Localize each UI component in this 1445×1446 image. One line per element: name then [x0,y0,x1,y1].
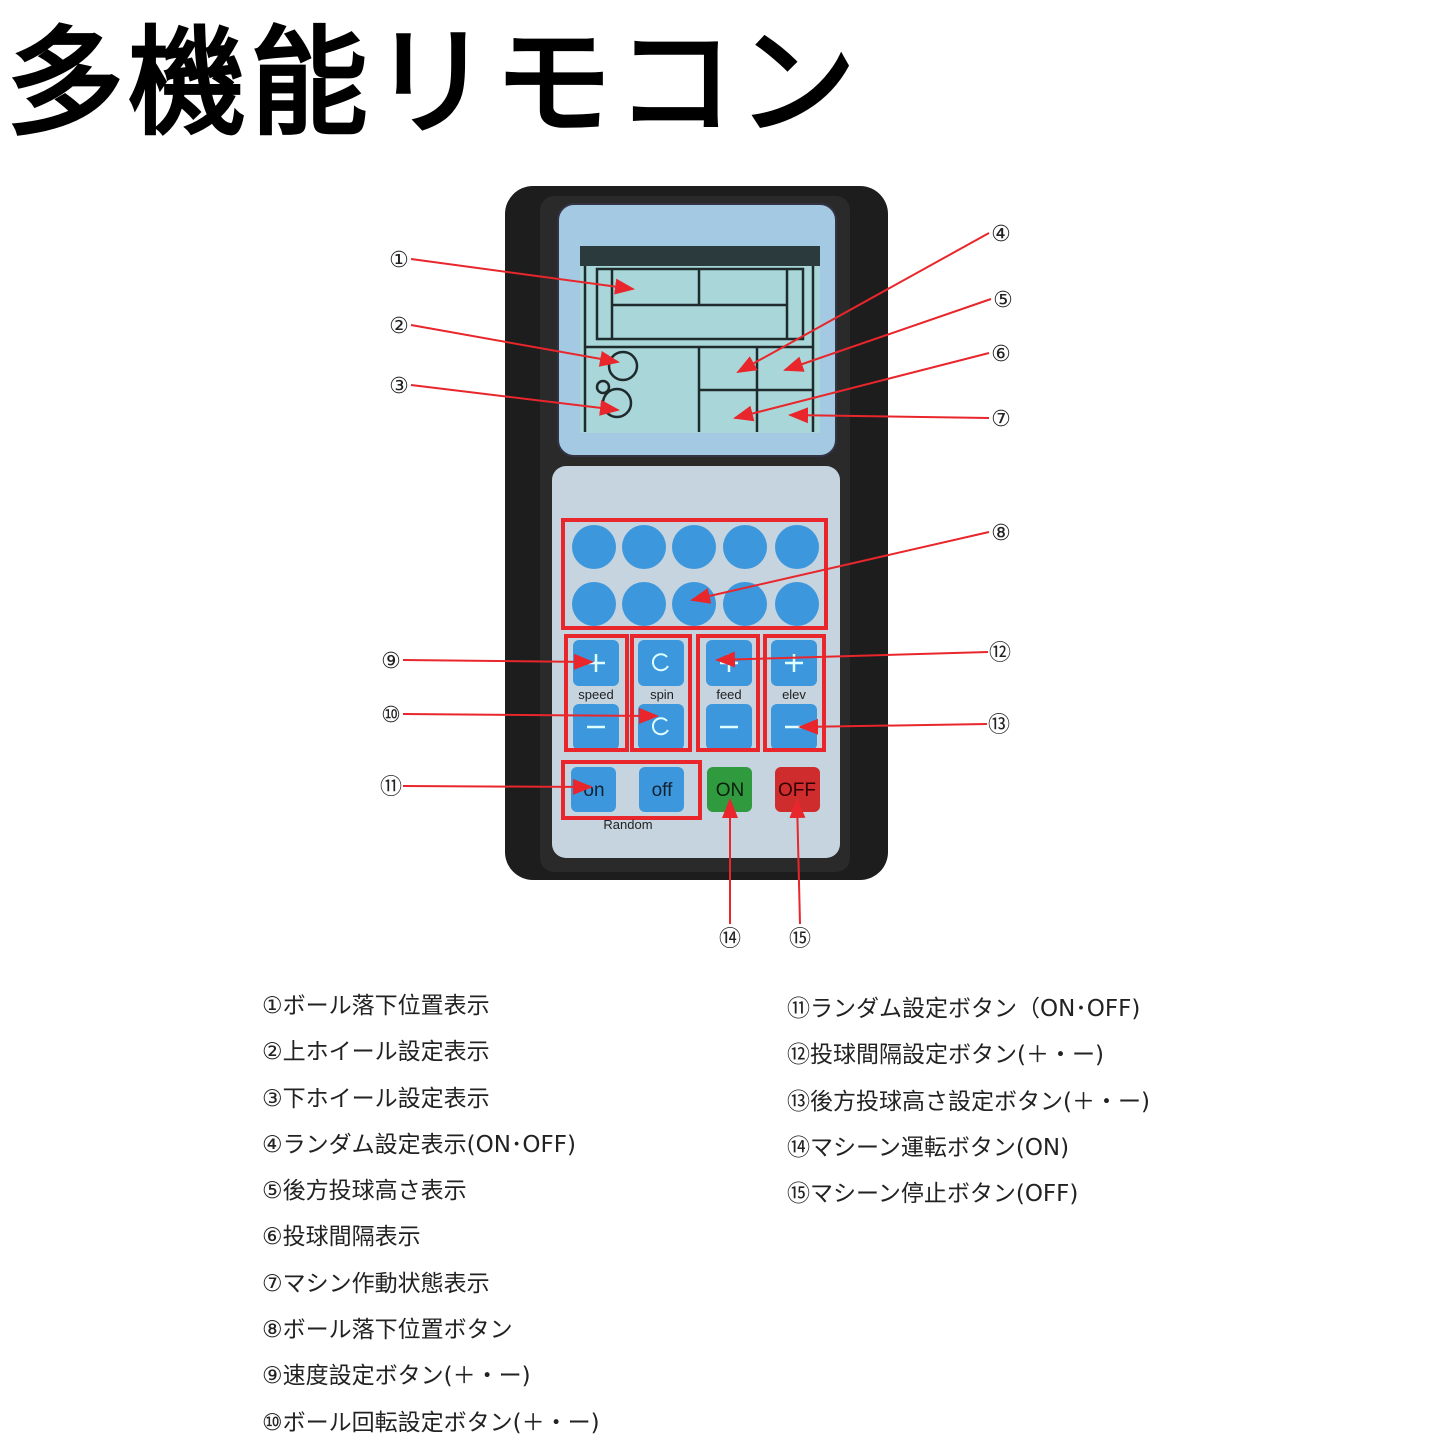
callout-arrow [798,718,988,735]
legend-item: ⑧ボール落下位置ボタン [262,1317,513,1344]
rotate-icon [651,717,669,736]
callout-number: ⑤ [993,288,1013,313]
ball-position-button[interactable] [572,582,616,626]
legend-left: ①ボール落下位置表示 ②上ホイール設定表示 ③下ホイール設定表示 ④ランダム設定表示(… [262,983,600,1446]
svg-text:on: on [583,780,604,801]
legend-item: ⑫投球間隔設定ボタン(＋・ー) [787,1042,1104,1069]
legend-item: ⑬後方投球高さ設定ボタン(＋・ー) [787,1088,1150,1115]
svg-text:off: off [652,780,674,801]
svg-text:OFF: OFF [778,780,816,801]
callout-number: ⑧ [991,521,1011,546]
random-on-button[interactable]: on [571,767,616,812]
power-on-button[interactable]: ON [707,767,752,812]
random-off-button[interactable]: off [639,767,684,812]
legend-item: ⑦マシン作動状態表示 [262,1270,490,1297]
ball-position-button[interactable] [672,525,716,569]
legend-item: ⑭マシーン運転ボタン(ON) [787,1134,1070,1161]
ball-position-button[interactable] [775,525,819,569]
lcd-display [580,246,820,433]
callout-number: ③ [389,374,409,399]
callout-arrow [402,653,594,670]
callout-number: ⑩ [381,703,401,728]
callout-arrow [410,384,620,416]
callout-number: ① [389,248,409,273]
callout-arrow [402,707,659,724]
callout-number: ⑬ [988,713,1010,738]
ball-position-button[interactable] [622,525,666,569]
callout-number: ⑭ [719,927,741,952]
svg-text:ON: ON [716,780,745,801]
callout-arrow [402,778,593,795]
power-off-button[interactable]: OFF [775,767,820,812]
callout-arrow [788,407,990,424]
ball-position-button[interactable] [572,525,616,569]
legend-item: ④ランダム設定表示(ON･OFF) [262,1131,576,1158]
ball-position-button[interactable] [723,525,767,569]
callout-number: ④ [991,222,1011,247]
elev-label: elev [782,687,806,702]
callout-number: ⑫ [989,641,1011,666]
callout-number: ② [389,314,409,339]
callout-arrow [715,651,989,668]
legend-item: ⑨速度設定ボタン(＋・ー) [262,1363,531,1390]
callout-number: ⑮ [789,927,811,952]
feed-label: feed [716,687,741,702]
spin-down-button[interactable] [638,704,684,750]
callout-arrow [410,324,620,367]
callout-arrow [736,232,990,373]
ball-position-button[interactable] [775,582,819,626]
remote-diagram: speed spin feed elev Random on off ON OF… [380,186,1013,952]
random-label: Random [603,817,652,832]
legend-item: ⑪ランダム設定ボタン（ON･OFF) [787,996,1141,1022]
callout-arrow [783,298,992,372]
callout-number: ⑨ [381,649,401,674]
speed-label: speed [578,687,613,702]
ball-position-button[interactable] [672,582,716,626]
callout-number: ⑦ [991,407,1011,432]
callout-arrow [410,258,635,295]
legend-item: ②上ホイール設定表示 [262,1039,490,1066]
legend-item: ⑥投球間隔表示 [262,1224,421,1251]
spin-up-button[interactable] [638,640,684,686]
legend-right: ⑪ランダム設定ボタン（ON･OFF) ⑫投球間隔設定ボタン(＋・ー) ⑬後方投球高さ… [787,986,1150,1217]
legend-item: ③下ホイール設定表示 [262,1085,490,1112]
legend-item: ①ボール落下位置表示 [262,993,490,1019]
ball-position-button[interactable] [723,582,767,626]
legend-item: ⑤後方投球高さ表示 [262,1178,467,1205]
legend-item: ⑩ボール回転設定ボタン(＋・ー) [262,1409,600,1436]
callout-arrow [733,352,990,422]
callout-arrow [789,798,806,925]
legend-item: ⑮マシーン停止ボタン(OFF) [787,1181,1079,1208]
rotate-icon [651,653,669,672]
spin-label: spin [650,687,674,702]
page-title: 多機能リモコン [6,14,861,152]
callout-number: ⑥ [991,342,1011,367]
callout-arrow [690,531,990,604]
ball-position-button[interactable] [622,582,666,626]
callout-number: ⑪ [380,775,402,800]
